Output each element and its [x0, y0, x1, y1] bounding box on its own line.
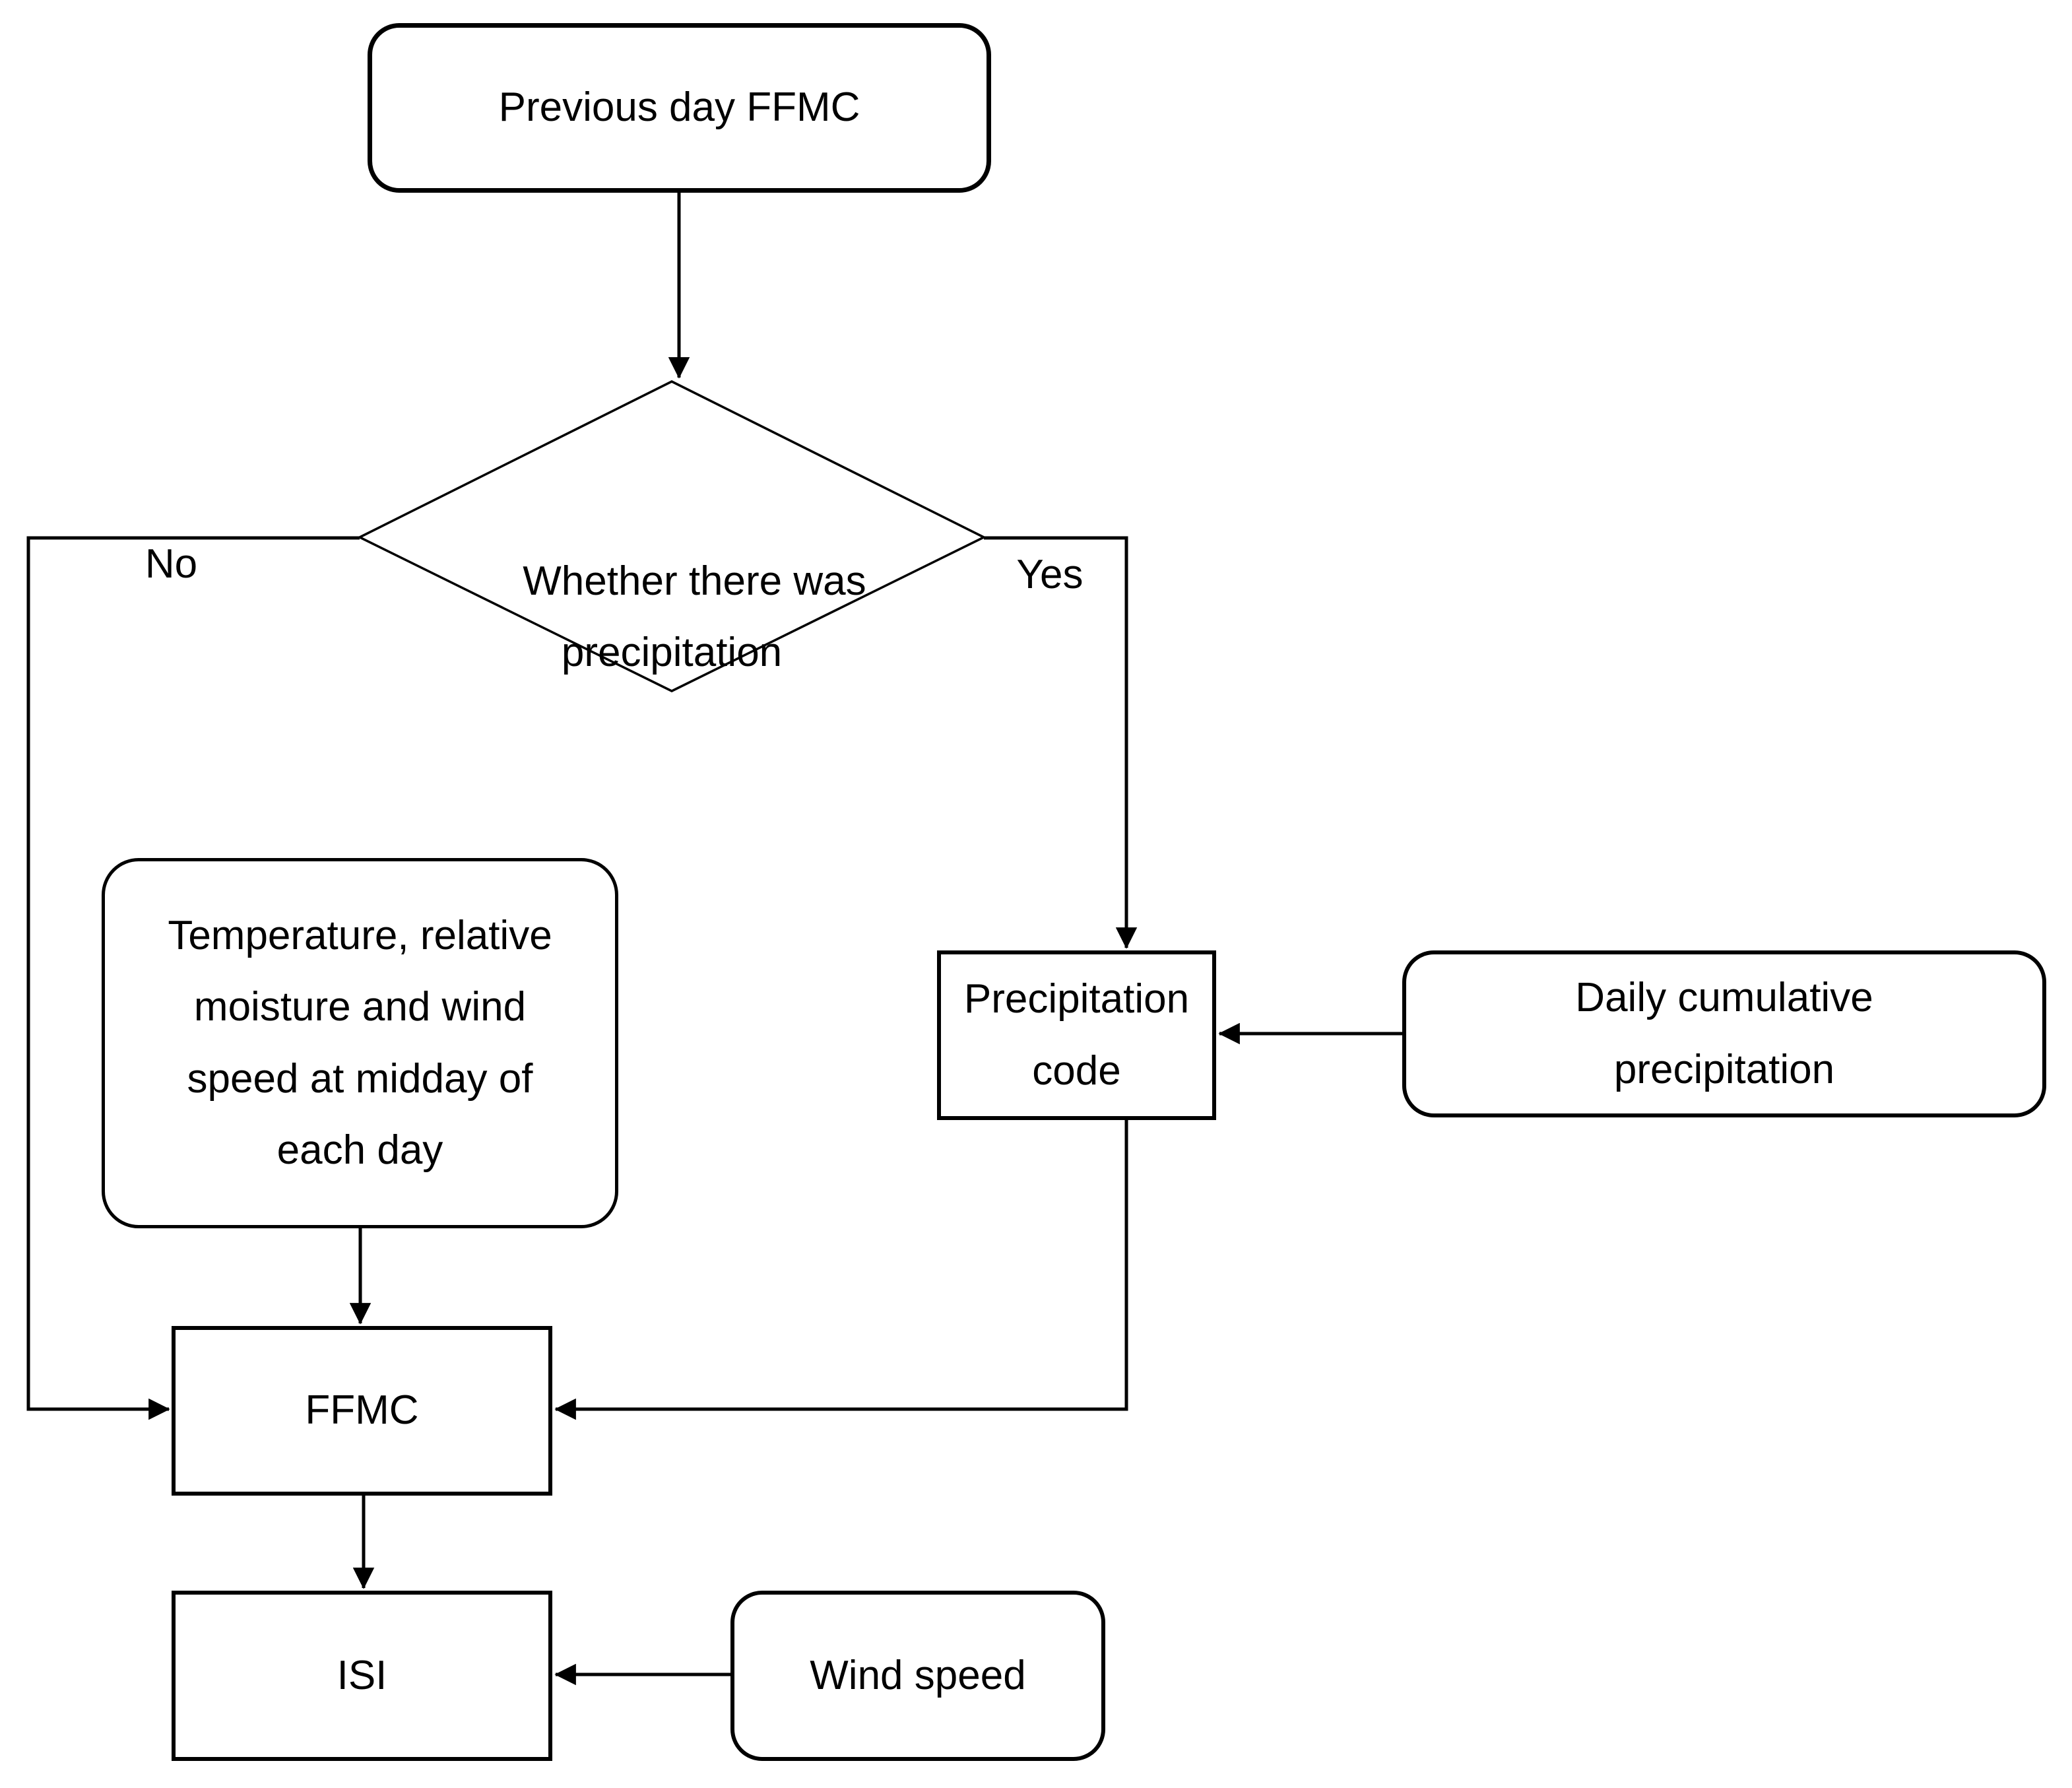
node-isi-label: ISI [337, 1652, 387, 1698]
decision-diamond-shape [357, 380, 987, 692]
edge-no-to-ffmc [26, 536, 360, 1420]
node-daily-cumulative-precipitation-label: Daily cumulative precipitation [1575, 975, 1873, 1092]
node-temperature-inputs: Temperature, relative moisture and wind … [102, 858, 618, 1228]
node-temperature-inputs-label: Temperature, relative moisture and wind … [168, 912, 552, 1174]
node-ffmc-label: FFMC [305, 1387, 419, 1434]
node-precipitation-code: Precipitation code [937, 950, 1216, 1120]
node-previous-day-ffmc-label: Previous day FFMC [498, 84, 860, 131]
edge-label-yes: Yes [1016, 551, 1084, 597]
edge-precipitation-code-to-ffmc [554, 1120, 1128, 1420]
edge-label-no: No [145, 541, 198, 587]
node-daily-cumulative-precipitation: Daily cumulative precipitation [1402, 950, 2046, 1117]
node-precipitation-decision-label: Whether there was precipitation [523, 558, 866, 676]
node-wind-speed-label: Wind speed [810, 1652, 1026, 1698]
node-ffmc: FFMC [172, 1326, 552, 1496]
node-precipitation-code-label: Precipitation code [963, 976, 1190, 1094]
node-wind-speed: Wind speed [730, 1591, 1105, 1761]
node-isi: ISI [172, 1591, 552, 1761]
edge-yes-to-precipitation-code [984, 536, 1138, 949]
node-previous-day-ffmc: Previous day FFMC [368, 23, 991, 193]
